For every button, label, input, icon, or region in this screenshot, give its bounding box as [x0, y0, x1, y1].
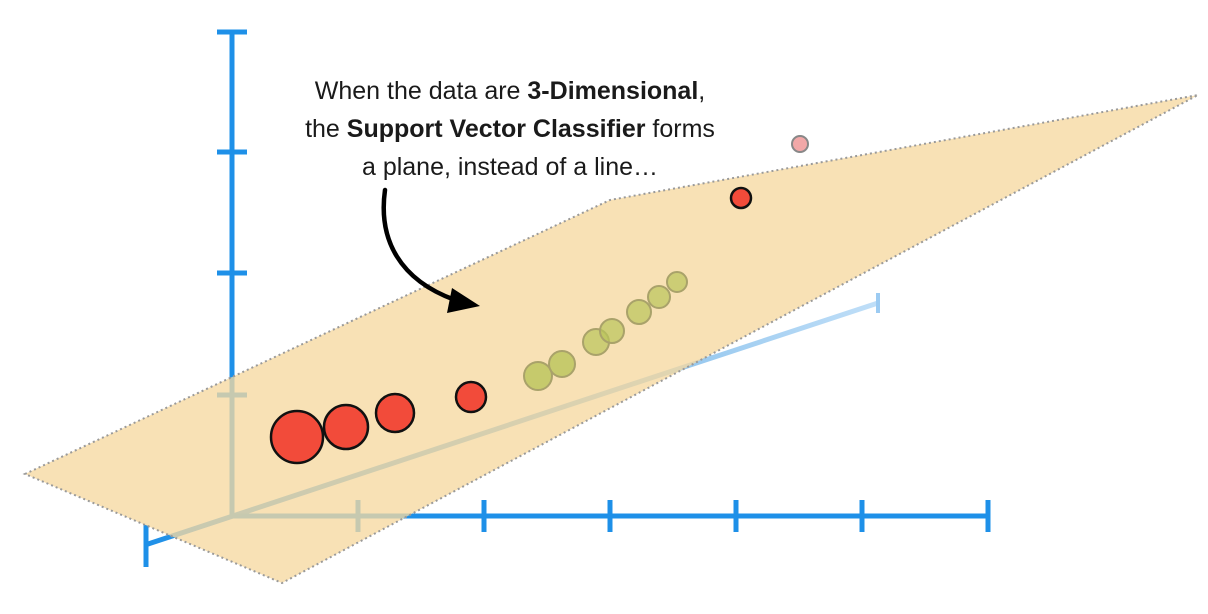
caption-line-3: a plane, instead of a line…: [361, 153, 659, 181]
caption-line-1: When the data are 3-Dimensional,: [314, 77, 706, 105]
red-point: [729, 186, 753, 210]
green-point: [626, 299, 652, 325]
green-point: [599, 318, 625, 344]
green-point: [523, 361, 553, 391]
red-point: [374, 392, 416, 434]
red-point: [454, 380, 488, 414]
caption: When the data are 3-Dimensional, the Sup…: [210, 72, 810, 186]
caption-line-2: the Support Vector Classifier forms: [305, 115, 715, 143]
arrow-head: [447, 288, 480, 313]
green-point: [647, 285, 671, 309]
red-point: [322, 403, 370, 451]
green-point: [548, 350, 576, 378]
faded-red-point: [791, 135, 809, 153]
red-points: [269, 186, 753, 465]
green-points: [523, 271, 688, 391]
pointer-arrow: [381, 187, 480, 313]
red-point: [269, 409, 325, 465]
green-point: [666, 271, 688, 293]
